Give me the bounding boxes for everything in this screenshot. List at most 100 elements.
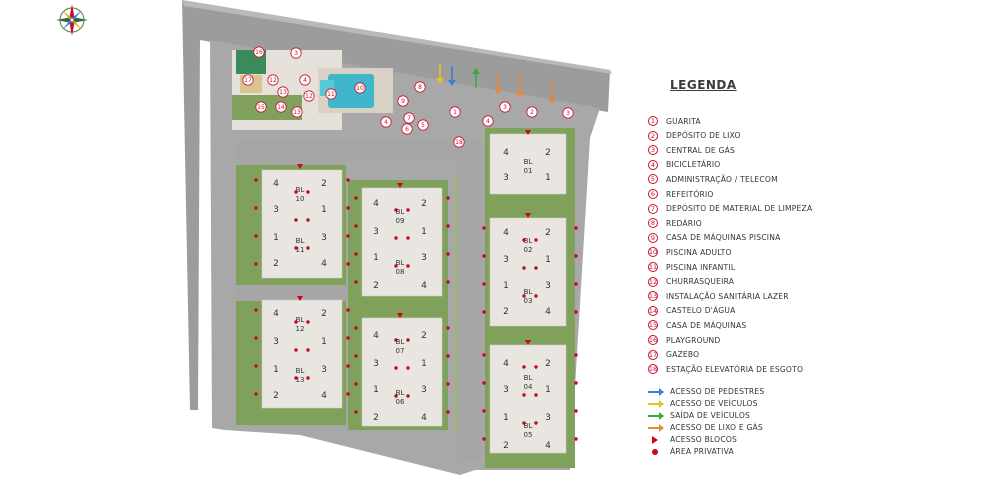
private-area-dot [406,236,410,240]
legend-item-label: ADMINISTRAÇÃO / TELECOM [666,174,778,184]
map-marker-circle [290,47,302,59]
svg-text:4: 4 [273,179,279,189]
map-marker-number: 4 [303,77,307,84]
private-area-dot [354,224,358,228]
legend-marker-label: ACESSO BLOCOS [670,435,738,445]
map-marker-circle [325,88,337,100]
private-area-dot [306,348,310,352]
private-area-dot [446,326,450,330]
map-marker-number: 7 [407,115,411,122]
map-marker-number: 3 [566,110,570,117]
private-area-dots [254,178,578,441]
private-area-dot [406,394,410,398]
map-marker-number: 5 [421,122,425,129]
private-area-dot [294,190,298,194]
legend-number-icon: 4 [648,159,658,170]
bl-11-label: BL [296,237,305,245]
svg-text:2: 2 [545,228,551,238]
legend-number-icon: 16 [648,335,658,345]
svg-text:06: 06 [396,398,405,406]
map-marker-circle [291,106,303,118]
svg-text:1: 1 [545,385,551,395]
legend-item-label: DEPÓSITO DE MATERIAL DE LIMPEZA [666,204,813,214]
svg-text:2: 2 [545,359,551,369]
svg-text:3: 3 [321,365,327,375]
svg-text:1: 1 [421,359,427,369]
bl-01-label: BL [524,158,533,166]
map-marker-circle [299,74,311,86]
bl-07-label: BL [396,338,405,346]
private-area-dot [294,320,298,324]
private-area-dot [482,226,486,230]
map-marker-circle [255,101,267,113]
triangle-icon [652,435,658,444]
compass-rose-icon [56,4,88,36]
svg-text:03: 03 [524,297,533,305]
svg-text:2: 2 [273,391,279,401]
svg-text:1: 1 [321,205,327,215]
private-area-dot [446,280,450,284]
building-blocks [261,133,567,454]
map-marker-circle [482,115,494,127]
legend-item: 4 BICICLETÁRIO [648,158,720,172]
bl-03-label: BL [524,288,533,296]
private-area-dot [522,266,526,270]
legend-access-label: SAÍDA DE VEÍCULOS [670,411,751,421]
private-area-dot [574,381,578,385]
private-area-dot [254,336,258,340]
legend-number-icon: 10 [648,247,658,258]
legend-access-label: ACESSO DE VEÍCULOS [670,399,758,409]
pool-adult [328,74,374,108]
legend-number-icon: 9 [648,232,658,243]
private-area-dot [294,246,298,250]
legend-number-icon: 3 [648,145,658,156]
svg-text:4: 4 [321,391,327,401]
map-marker-circle [403,112,415,124]
svg-text:12: 12 [296,325,305,333]
map-marker-number: 18 [455,139,463,146]
map-marker-circle [562,107,574,119]
map-marker-number: 14 [277,104,285,111]
private-area-dot [346,178,350,182]
private-area-dot [254,206,258,210]
bl-09-label: BL [396,208,405,216]
bl-04-label: BL [524,374,533,382]
private-area-dot [534,238,538,242]
private-area-dot [346,206,350,210]
map-marker-circle [275,101,287,113]
svg-text:1: 1 [503,413,509,423]
private-area-dot [574,409,578,413]
map-marker-circle [267,74,279,86]
svg-text:2: 2 [503,307,509,317]
legend-number-icon: 18 [648,364,658,375]
private-area-dot [254,178,258,182]
legend-item-label: BICICLETÁRIO [666,160,721,170]
legend-number-icon: 15 [648,320,658,331]
private-area-dot [574,282,578,286]
svg-text:2: 2 [421,199,427,209]
private-area-dot [522,393,526,397]
legend-item-label: CHURRASQUEIRA [666,277,735,287]
map-marker-circle [397,95,409,107]
private-area-dot [406,366,410,370]
legend-item-label: CENTRAL DE GÁS [666,145,735,155]
map-marker-circle [414,81,426,93]
svg-text:13: 13 [296,376,305,384]
legend-access-item: SAÍDA DE VEÍCULOS [648,409,750,423]
map-marker-circle [253,46,265,58]
svg-text:2: 2 [545,148,551,158]
svg-text:4: 4 [545,441,551,451]
private-area-dot [346,308,350,312]
map-marker-circle [453,136,465,148]
private-area-dot [354,354,358,358]
private-area-dot [254,234,258,238]
svg-text:3: 3 [503,385,509,395]
svg-text:08: 08 [396,268,405,276]
private-area-dot [522,421,526,425]
svg-text:11: 11 [296,246,305,254]
svg-text:3: 3 [421,253,427,263]
private-area-dot [574,226,578,230]
svg-text:3: 3 [421,385,427,395]
